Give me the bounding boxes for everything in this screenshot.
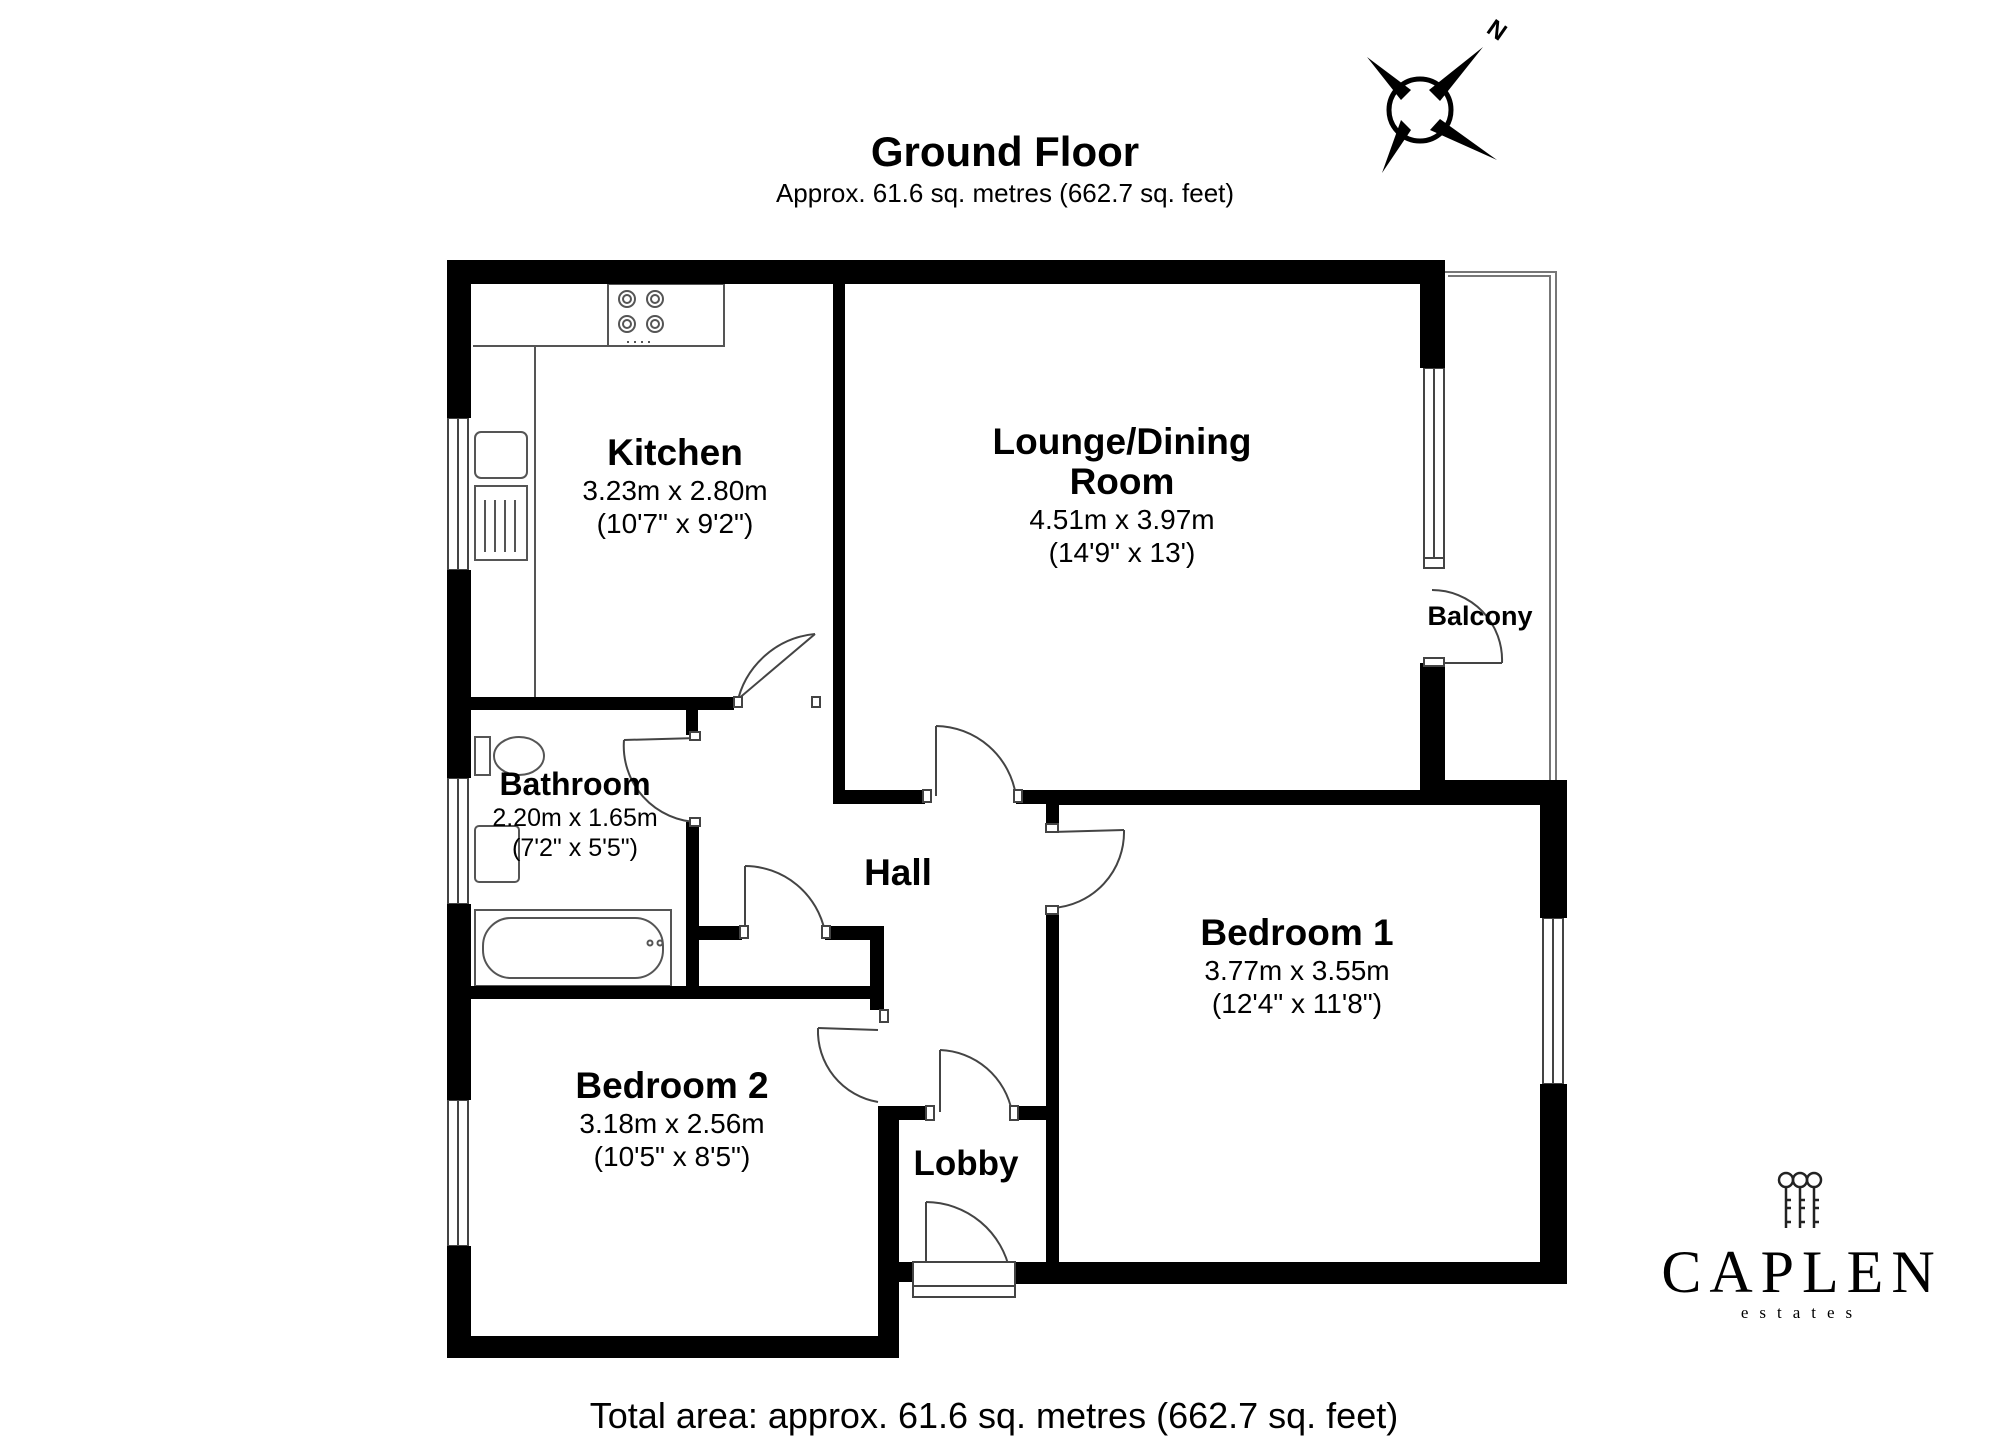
room-hall: Hall — [864, 852, 932, 893]
bathroom-door — [622, 731, 701, 827]
room-bathroom: Bathroom 2.20m x 1.65m (7'2" x 5'5") — [492, 766, 657, 862]
bedroom2-door — [816, 1009, 889, 1103]
room-name: Balcony — [1427, 601, 1532, 631]
brand-name: CAPLEN — [1661, 1239, 1942, 1305]
room-bedroom1: Bedroom 1 3.77m x 3.55m (12'4" x 11'8") — [1200, 912, 1393, 1019]
bath-icon — [474, 909, 672, 987]
room-size-metric: 4.51m x 3.97m — [1029, 504, 1214, 535]
room-size-imperial: (7'2" x 5'5") — [512, 834, 638, 862]
room-name: Hall — [864, 852, 932, 893]
total-area: Total area: approx. 61.6 sq. metres (662… — [590, 1395, 1398, 1436]
room-kitchen: Kitchen 3.23m x 2.80m (10'7" x 9'2") — [582, 432, 767, 539]
drainer-icon — [474, 485, 528, 561]
floor-area-subtitle: Approx. 61.6 sq. metres (662.7 sq. feet) — [776, 178, 1234, 208]
room-size-metric: 2.20m x 1.65m — [492, 804, 657, 832]
floor-title: Ground Floor — [871, 128, 1139, 175]
balcony-door — [1423, 557, 1504, 667]
room-bedroom2: Bedroom 2 3.18m x 2.56m (10'5" x 8'5") — [575, 1065, 768, 1172]
room-name: Bathroom — [499, 766, 650, 802]
room-size-metric: 3.77m x 3.55m — [1204, 955, 1389, 986]
balcony-outline — [1444, 271, 1557, 787]
lobby-inner-door — [925, 1049, 1019, 1121]
cupboard-door — [739, 865, 831, 939]
room-size-imperial: (14'9" x 13') — [1049, 537, 1196, 568]
room-name: Bedroom 2 — [575, 1065, 768, 1106]
walls — [447, 260, 1567, 1358]
bedroom1-door — [1045, 823, 1126, 915]
room-name: Lobby — [914, 1144, 1020, 1183]
room-size-imperial: (10'7" x 9'2") — [597, 508, 754, 539]
kitchen-door — [733, 633, 821, 708]
kitchen-counter-top — [535, 284, 609, 347]
brand-tagline: estates — [1741, 1303, 1863, 1322]
room-balcony: Balcony — [1427, 601, 1532, 631]
hob-icon — [607, 283, 725, 347]
front-door — [912, 1201, 1016, 1298]
room-lobby: Lobby — [914, 1144, 1020, 1183]
compass-icon: N — [1367, 14, 1512, 173]
brand-logo: CAPLEN estates — [1661, 1171, 1942, 1322]
room-lounge: Lounge/Dining Room 4.51m x 3.97m (14'9" … — [993, 421, 1252, 568]
basin-icon — [474, 825, 520, 883]
toilet-icon — [493, 736, 545, 776]
room-size-metric: 3.18m x 2.56m — [579, 1108, 764, 1139]
compass-north-label: N — [1482, 14, 1512, 46]
room-name-line2: Room — [1070, 461, 1175, 502]
sink-icon — [474, 431, 528, 479]
three-keys-icon — [1777, 1171, 1823, 1228]
room-size-imperial: (10'5" x 8'5") — [594, 1141, 751, 1172]
room-name: Bedroom 1 — [1200, 912, 1393, 953]
room-name: Lounge/Dining — [993, 421, 1252, 462]
room-size-imperial: (12'4" x 11'8") — [1212, 988, 1382, 1019]
room-name: Kitchen — [607, 432, 743, 473]
room-size-metric: 3.23m x 2.80m — [582, 475, 767, 506]
lounge-door — [922, 725, 1023, 803]
windows — [447, 367, 1564, 1247]
doors — [622, 557, 1504, 1298]
